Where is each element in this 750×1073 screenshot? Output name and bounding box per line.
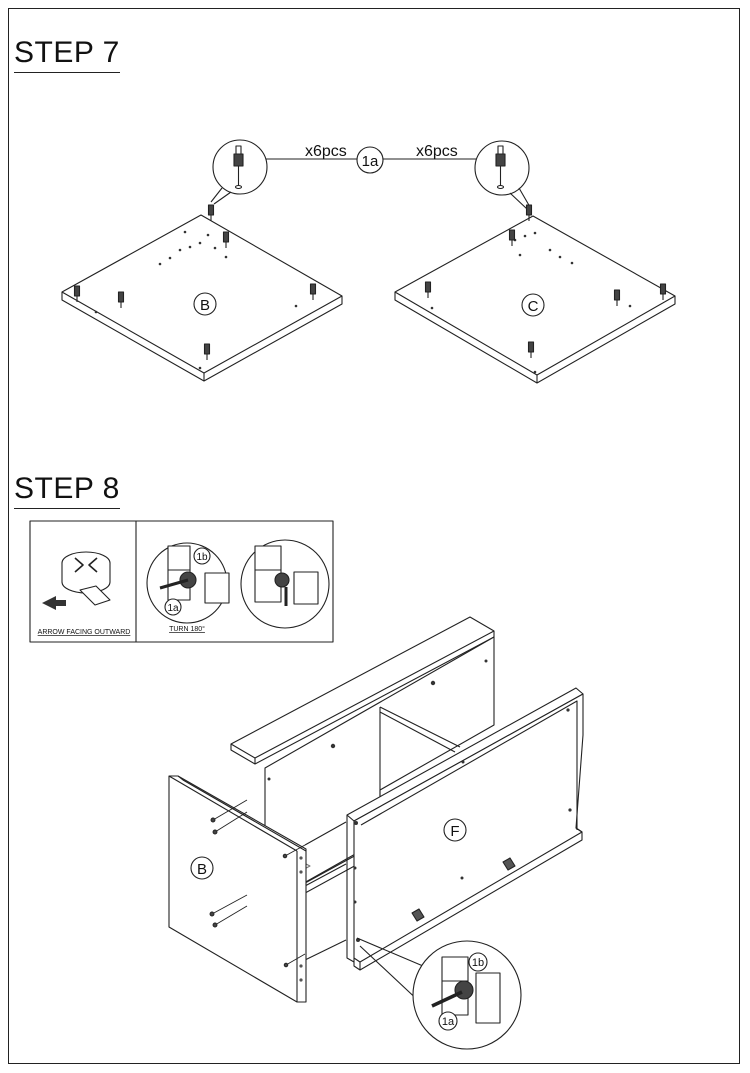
part-1a-label-inset: 1a xyxy=(167,603,179,614)
turn-zoom-circle: 1b 1a xyxy=(146,542,230,624)
bolts-panel-b xyxy=(73,204,317,360)
cam-bolt-zoom-right xyxy=(474,140,531,210)
turn-label: TURN 180° xyxy=(169,625,205,633)
panel-c-label-step7: C xyxy=(528,298,539,315)
step-7-diagram: x6pcs x6pcs 1a xyxy=(61,139,676,384)
engaged-zoom-circle xyxy=(240,539,330,629)
panel-b-step8: B xyxy=(168,775,307,1003)
inset-caption: ARROW FACING OUTWARD xyxy=(38,629,131,636)
cam-lock-zoom: 1b 1a xyxy=(412,940,522,1050)
panel-c-step7: C xyxy=(394,204,676,384)
step-7-title: STEP 7 xyxy=(14,36,120,73)
panel-b-label-step7: B xyxy=(200,297,210,314)
panel-f-label: F xyxy=(450,823,459,840)
step-8-inset: ARROW FACING OUTWARD 1b 1a TURN 180° xyxy=(29,520,334,643)
cam-lock-icon xyxy=(42,551,111,610)
panel-b-label-step8: B xyxy=(197,861,207,878)
step-8-assembly: F B xyxy=(168,616,584,1050)
part-1b-label-main: 1b xyxy=(472,957,484,969)
quantity-label-left: x6pcs xyxy=(305,143,347,160)
part-1b-label-inset: 1b xyxy=(196,552,208,563)
part-callout-circle xyxy=(356,146,384,174)
bolts-panel-c xyxy=(424,204,667,358)
part-callout-label: 1a xyxy=(362,153,379,170)
panel-f: F xyxy=(346,687,584,971)
step-8-title: STEP 8 xyxy=(14,472,120,509)
quantity-label-right: x6pcs xyxy=(416,143,458,160)
cam-bolt-zoom-left xyxy=(210,139,268,205)
page-frame xyxy=(8,8,740,1064)
panel-b-step7: B xyxy=(61,204,343,382)
part-1a-label-main: 1a xyxy=(442,1016,455,1028)
